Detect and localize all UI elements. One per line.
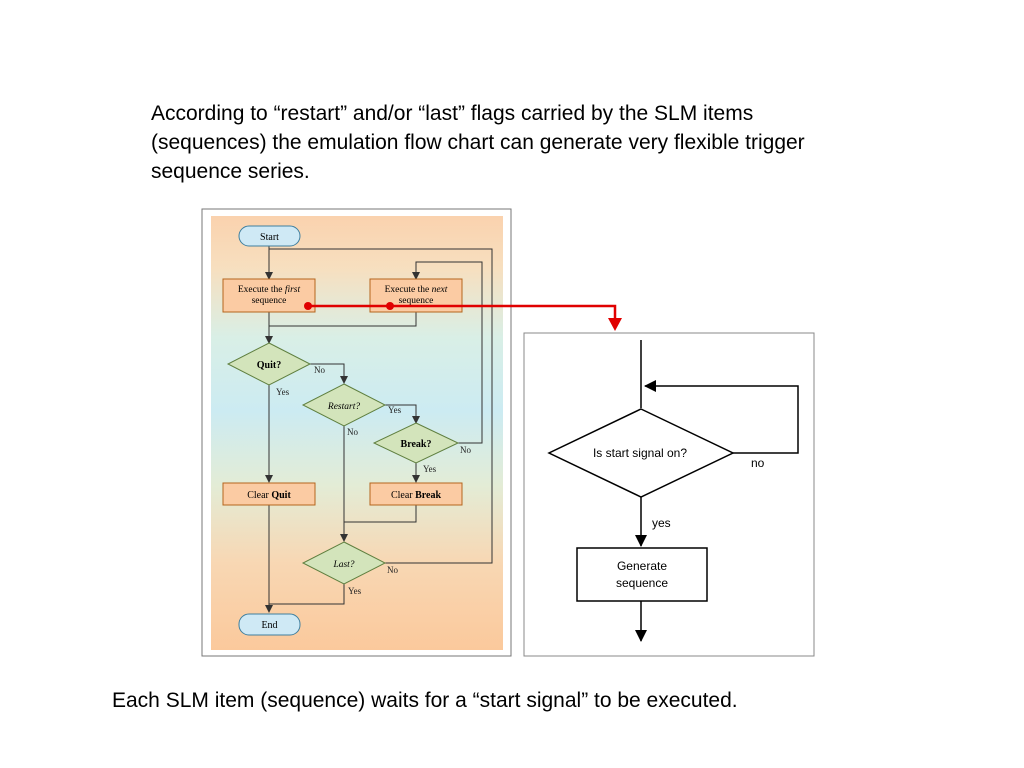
execute-next-label-2: sequence	[399, 296, 434, 306]
last-no-label: No	[387, 565, 398, 575]
clear-break-box	[369, 482, 463, 506]
restart-no-label: No	[347, 427, 358, 437]
red-connector	[304, 302, 622, 331]
left-flowchart: Start Execute the first sequence Execute…	[201, 208, 512, 657]
no-label: no	[751, 456, 765, 470]
red-arrowhead	[608, 318, 622, 331]
clear-break-label: Clear Break	[391, 490, 442, 501]
intro-text: According to “restart” and/or “last” fla…	[151, 102, 805, 183]
execute-first-box	[222, 278, 316, 313]
restart-decision-shape	[301, 383, 387, 427]
start-terminal	[238, 225, 301, 247]
quit-decision	[226, 342, 312, 386]
right-frame	[523, 332, 815, 657]
execute-first-label-2: sequence	[252, 296, 287, 306]
start-signal-label: Is start signal on?	[593, 446, 687, 460]
last-label: Last?	[332, 560, 354, 570]
red-dot-next	[386, 302, 394, 310]
quit-no-label: No	[314, 365, 325, 375]
break-no-label: No	[460, 445, 471, 455]
break-decision	[372, 422, 460, 464]
end-terminal	[238, 613, 301, 636]
clear-quit-label: Clear Quit	[247, 490, 291, 501]
right-flowchart: Is start signal on? no yes Generate sequ…	[523, 332, 815, 657]
end-label: End	[261, 620, 277, 631]
quit-yes-label: Yes	[276, 387, 290, 397]
restart-yes-label: Yes	[388, 405, 402, 415]
red-dot-first	[304, 302, 312, 310]
start-label: Start	[260, 232, 279, 243]
yes-label: yes	[652, 516, 671, 530]
generate-label: Generate	[617, 559, 667, 573]
break-label: Break?	[401, 439, 432, 450]
clear-quit-box	[222, 482, 316, 506]
execute-first-label: Execute the first	[238, 284, 301, 295]
caption-text: Each SLM item (sequence) waits for a “st…	[112, 689, 738, 712]
execute-next-label: Execute the next	[385, 285, 448, 295]
last-yes-label: Yes	[348, 586, 362, 596]
quit-label: Quit?	[257, 360, 281, 371]
start-signal-decision	[547, 408, 735, 498]
sequence-label: sequence	[616, 576, 668, 590]
generate-sequence-box	[576, 547, 708, 602]
last-decision	[301, 541, 387, 585]
break-yes-label: Yes	[423, 464, 437, 474]
restart-label: Restart?	[327, 402, 360, 412]
